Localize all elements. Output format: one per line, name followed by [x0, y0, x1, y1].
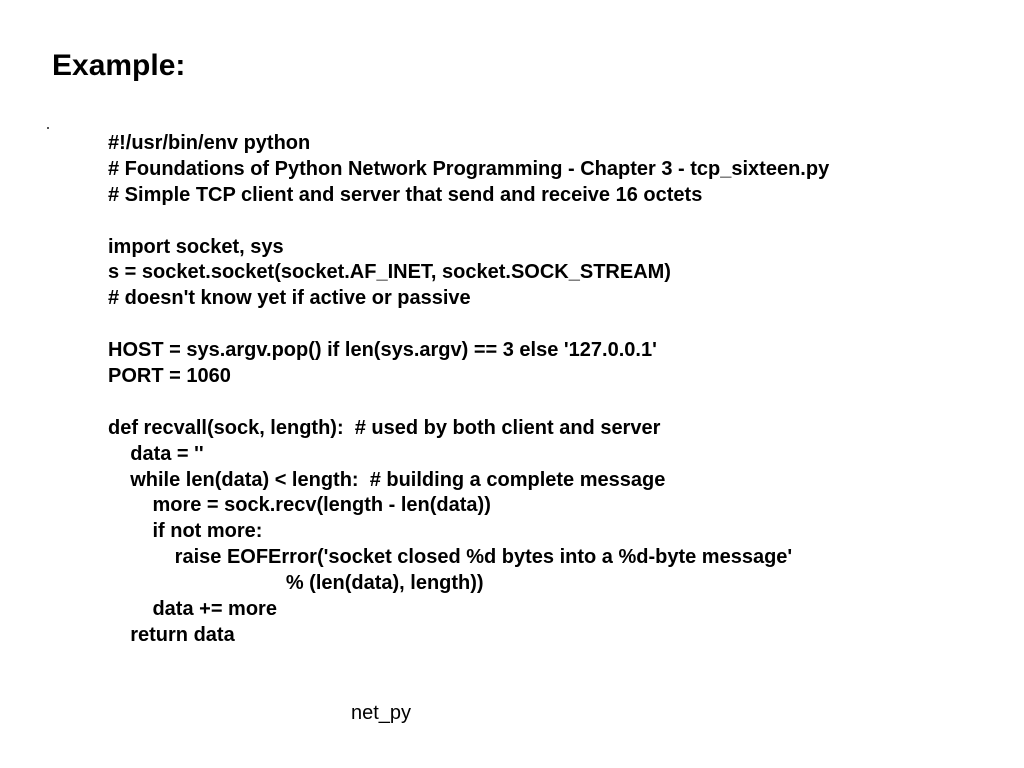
code-line-11 [108, 390, 1008, 416]
code-line-15: more = sock.recv(length - len(data)) [108, 494, 491, 517]
code-line-1: #!/usr/bin/env python [108, 132, 311, 154]
code-line-4 [108, 209, 1008, 235]
footer-label: net_py [351, 702, 412, 724]
code-line-9: HOST = sys.argv.pop() if len(sys.argv) =… [108, 339, 657, 362]
code-line-12: def recvall(sock, length): # used by bot… [108, 416, 661, 439]
code-line-14: while len(data) < length: # building a c… [108, 468, 666, 491]
code-line-10: PORT = 1060 [108, 365, 231, 388]
code-line-20: return data [108, 623, 235, 646]
code-line-8 [108, 312, 1008, 338]
code-line-3: # Simple TCP client and server that send… [108, 183, 703, 206]
code-line-16: if not more: [108, 520, 263, 543]
slide-title: Example: [52, 49, 186, 82]
code-line-18: % (len(data), length)) [108, 572, 484, 595]
code-line-5: import socket, sys [108, 235, 284, 258]
code-block: #!/usr/bin/env python # Foundations of P… [108, 131, 1008, 649]
code-line-7: # doesn't know yet if active or passive [108, 287, 471, 310]
code-line-13: data = '' [108, 442, 204, 465]
code-line-6: s = socket.socket(socket.AF_INET, socket… [108, 261, 671, 284]
code-line-2: # Foundations of Python Network Programm… [108, 157, 830, 180]
bullet-dot [47, 127, 49, 129]
code-line-17: raise EOFError('socket closed %d bytes i… [108, 546, 793, 569]
code-line-19: data += more [108, 598, 277, 621]
